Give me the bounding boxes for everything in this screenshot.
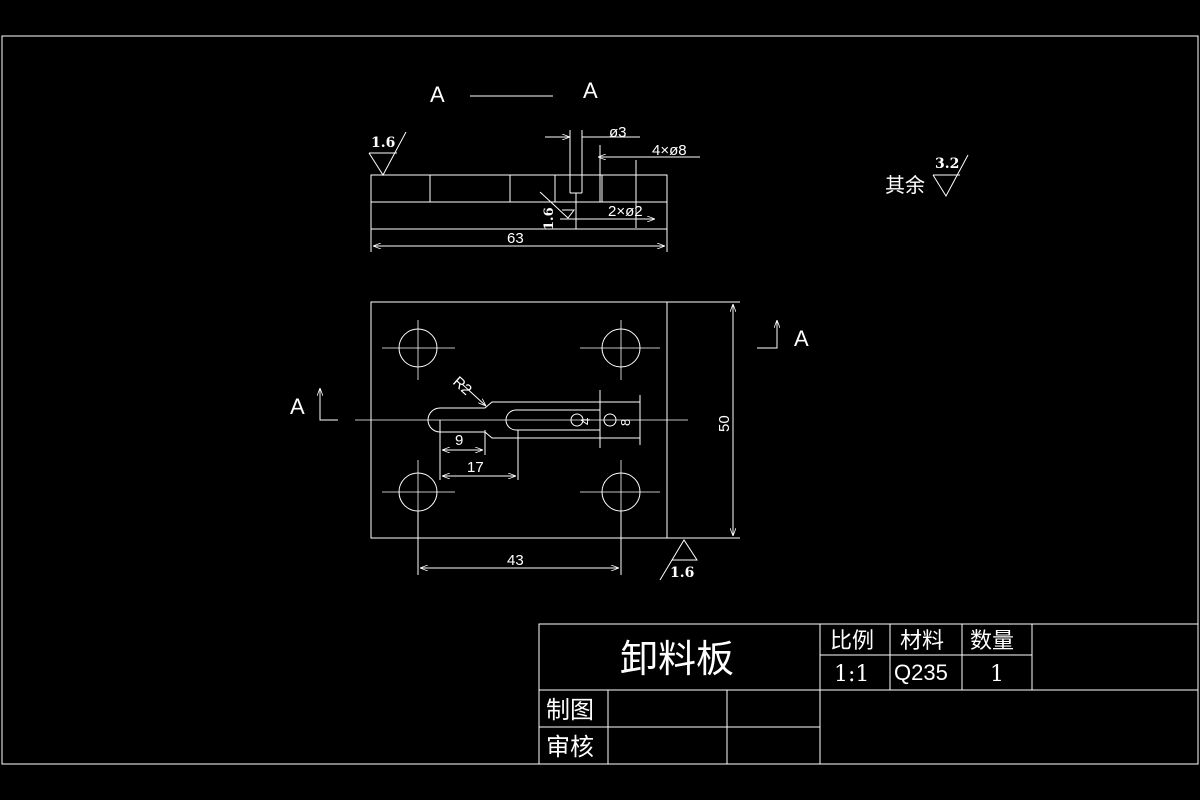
dim-length43: 43 [507, 552, 524, 569]
roughness-other-value: 3.2 [935, 156, 959, 172]
slot-outline [427, 401, 640, 439]
part-name: 卸料板 [620, 639, 734, 681]
section-label-left: A [430, 82, 445, 107]
dim-slot8: 8 [618, 419, 633, 426]
hole-bottom-right [580, 460, 660, 520]
roughness-bottom-right-symbol [671, 539, 698, 561]
dim-phi2: 2×ø2 [608, 203, 643, 220]
dim-slot4: 4 [578, 418, 593, 425]
roughness-other-prefix: 其余 [885, 174, 925, 197]
pin-hole-b [603, 413, 617, 427]
cut-marker-left [319, 395, 338, 421]
dim-length63: 63 [507, 230, 524, 247]
scale-label: 比例 [830, 628, 874, 653]
section-view: A A ø3 4×ø8 2×ø2 1.6 1.6 [368, 78, 700, 252]
title-block: 卸料板 比例 材料 数量 1:1 Q235 1 制图 审核 [538, 623, 1199, 765]
cut-label-right: A [794, 326, 809, 351]
dim-width50: 50 [716, 415, 733, 432]
pin-hole-a [570, 413, 584, 427]
dim-phi3: ø3 [609, 124, 627, 141]
hole-top-left [382, 320, 455, 380]
roughness-hole-value: 1.6 [542, 207, 557, 230]
material-label: 材料 [900, 628, 944, 653]
plan-view: R2 4 8 9 17 50 43 1.6 A A [290, 301, 809, 581]
hole-top-right [580, 320, 660, 380]
drawn-label: 制图 [546, 697, 594, 724]
roughness-top-left-value: 1.6 [371, 135, 395, 151]
dim-phi8: 4×ø8 [652, 142, 687, 159]
cut-marker-right [757, 328, 778, 349]
quantity-label: 数量 [970, 628, 1014, 653]
roughness-bottom-right-value: 1.6 [670, 565, 694, 581]
dim-radius: R2 [449, 373, 475, 398]
roughness-other: 其余 3.2 [885, 154, 969, 197]
roughness-top-left-symbol [368, 131, 407, 176]
scale-value: 1:1 [834, 662, 869, 687]
checked-label: 审核 [546, 734, 594, 761]
dim-len9: 9 [455, 432, 463, 449]
material-value: Q235 [894, 660, 948, 685]
quantity-value: 1 [990, 662, 1004, 687]
section-label-right: A [583, 78, 598, 103]
dim-len17: 17 [467, 459, 484, 476]
cut-label-left: A [290, 394, 305, 419]
roughness-hole-symbol [539, 191, 575, 219]
slot-inner [505, 409, 600, 431]
